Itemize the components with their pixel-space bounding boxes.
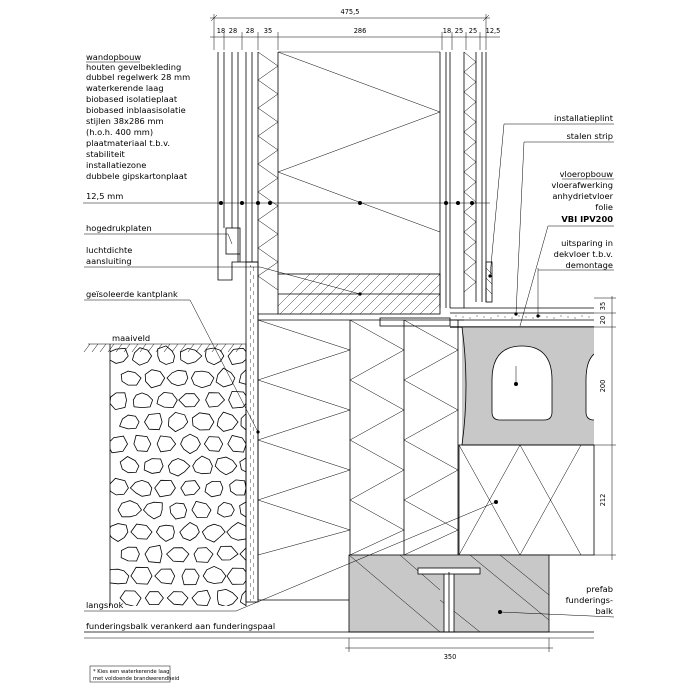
top-dimension-total: 475,5 [210,8,490,50]
hogedrukplaten-text: hogedrukplaten [86,223,152,233]
label-luchtdichte: luchtdichte aansluiting [84,245,362,296]
wall-cladding [217,52,253,262]
top-dimension-segments: 18 28 28 35 286 18 25 25 12,5 [210,27,500,50]
dim-total-label: 475,5 [341,8,360,16]
uitsparing-text-2: dekvloer t.b.v. [554,249,613,259]
label-langsnok: langsnok [84,501,497,612]
dim-segment-7: 25 [455,27,463,35]
footnote-line-2: met voldoende brandwerendheid [93,676,179,682]
insulated-edge-plank [245,261,259,603]
wall-layer-6: stijlen 38x286 mm [86,116,164,126]
label-stalen-strip: stalen strip [514,131,614,316]
floor-legend: vloeropbouw vloerafwerking anhydrietvloe… [519,169,614,327]
vbi-label: VBI IPV200 [561,214,613,224]
dim-segment-3: 28 [246,27,254,35]
floor-screed [379,307,594,328]
dim-segment-1: 18 [217,27,225,35]
label-prefab: prefab funderings- balk [499,584,615,618]
installation-plinth [485,261,493,303]
wall-heading: wandopbouw [86,52,141,62]
label-kantplank: geïsoleerde kantplank [84,289,260,434]
wall-layer-10: installatiezone [86,160,146,170]
wall-layer-5: biobased inblaasisolatie [86,105,186,115]
dim-segment-5: 286 [354,27,367,35]
gravel-fill [83,343,247,606]
uitsparing-text-3: demontage [566,260,614,270]
wall-layer-11: dubbele gipskartonplaat [86,171,188,181]
wall-layer-12: 12,5 mm [86,191,123,201]
footnote: * Kies een waterkerende laag met voldoen… [89,665,179,683]
prefab-text-2: funderings- [566,595,613,605]
installatieplint-text: installatieplint [554,113,614,123]
dim-segment-6: 18 [443,27,451,35]
maaiveld-text: maaiveld [112,333,150,343]
floor-layer-1: vloerafwerking [551,180,613,190]
steel-beam-zone [458,444,595,556]
base-line [84,631,594,639]
wall-layer-2: dubbel regelwerk 28 mm [86,72,190,82]
wall-insulation-board [257,51,279,320]
floor-heading: vloeropbouw [560,169,614,179]
prefab-text-1: prefab [586,584,613,594]
dim-right-212: 212 [599,494,607,507]
wall-layer-1: houten gevelbekleding [86,62,181,72]
wall-blown-insulation [277,51,441,233]
wall-reference-line [83,201,490,205]
floor-layer-2: anhydrietvloer [552,191,613,201]
wall-layer-9: stabiliteit [86,149,126,159]
wall-legend: wandopbouw houten gevelbekleding dubbel … [86,52,190,201]
floor-layer-3: folie [595,202,613,212]
dim-right-200: 200 [599,380,607,393]
label-maaiveld: maaiveld [112,333,150,343]
kantplank-text: geïsoleerde kantplank [86,289,178,299]
langsnok-text: langsnok [86,600,124,610]
dim-segment-8: 25 [469,27,477,35]
label-hogedrukplaten: hogedrukplaten [84,223,233,245]
high-pressure-boards [217,227,258,281]
dim-segment-9: 12,5 [486,27,501,35]
bottom-dimension: 350 [345,638,553,661]
right-dimension-chain: 35 20 200 212 [594,296,616,560]
wall-layer-8: plaatmateriaal t.b.v. [86,138,170,148]
funderingsbalk-text: funderingsbalk verankerd aan funderingsp… [86,621,275,631]
wall-layer-4: biobased isolatieplaat [86,94,178,104]
wall-layer-7: (h.o.h. 400 mm) [86,127,153,137]
label-installatieplint: installatieplint [488,113,614,278]
dim-segment-2: 28 [229,27,237,35]
prefab-foundation-beam [348,554,550,633]
label-funderingsbalk: funderingsbalk verankerd aan funderingsp… [86,621,275,631]
dim-right-20: 20 [599,316,607,324]
luchtdichte-text-1: luchtdichte [86,245,132,255]
sill-plates [258,273,464,321]
dim-bottom-350: 350 [444,653,457,661]
dim-segment-4: 35 [264,27,272,35]
prefab-text-3: balk [596,606,614,616]
hollow-core-slab [461,268,594,446]
wall-layer-3: waterkerende laag [86,83,164,93]
dim-right-35: 35 [599,302,607,310]
wall-inner-layers [439,51,487,308]
stalen-strip-text: stalen strip [566,131,613,141]
label-uitsparing: uitsparing in dekvloer t.b.v. demontage [538,238,614,271]
uitsparing-text-1: uitsparing in [561,238,613,248]
luchtdichte-text-2: aansluiting [86,256,132,266]
footnote-line-1: * Kies een waterkerende laag [93,669,169,675]
